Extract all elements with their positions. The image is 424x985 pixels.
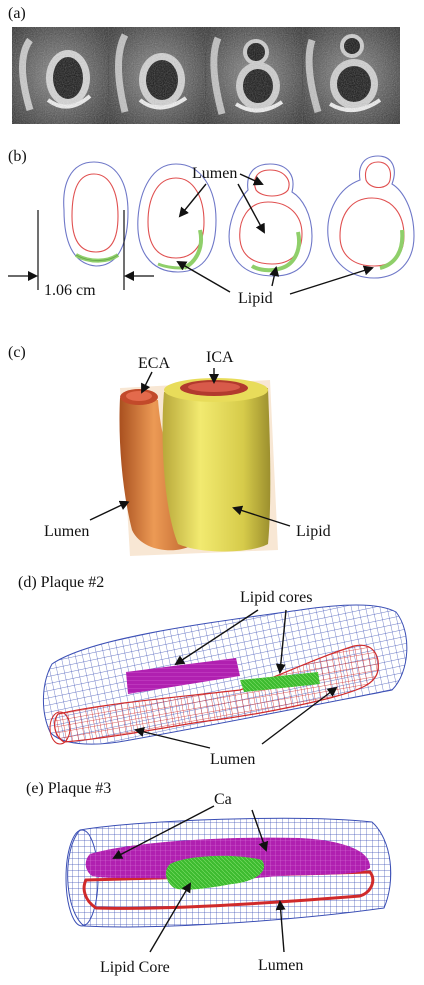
lipid-cores-label: Lipid cores	[240, 589, 312, 606]
lipid-label-b: Lipid	[238, 290, 273, 307]
contour-slice-4	[327, 155, 415, 279]
panel-c-label: (c)	[8, 344, 26, 361]
scale-bar	[8, 210, 154, 290]
vessel-3d: ECA ICA Lumen Lipid	[44, 349, 331, 556]
lipid-core-magenta	[126, 658, 240, 694]
panel-c: (c)	[0, 340, 424, 570]
lumen-mesh	[49, 644, 379, 745]
plaque3-mesh: Ca Lipid Core Lumen	[65, 791, 392, 976]
panel-a: (a)	[0, 0, 424, 130]
panel-b: (b)	[0, 140, 424, 320]
lumen-label-b: Lumen	[192, 165, 237, 182]
mri-strip	[12, 27, 400, 124]
plaque2-mesh: Lipid cores Lumen	[42, 589, 408, 768]
contour-slice-3	[228, 163, 313, 277]
contour-slice-1	[63, 161, 129, 267]
contour-diagram: 1.06 cm Lumen Lipid	[8, 155, 415, 307]
ca-label: Ca	[214, 791, 232, 808]
eca-label: ECA	[138, 355, 170, 372]
panel-d-label: (d) Plaque #2	[18, 574, 105, 591]
panel-a-label: (a)	[8, 5, 26, 22]
ica-label: ICA	[206, 349, 234, 366]
scale-label: 1.06 cm	[44, 282, 96, 299]
lipid-core-green	[240, 672, 320, 692]
panel-d: (d) Plaque #2	[0, 572, 424, 772]
lipid-core-e	[165, 855, 265, 890]
lumen-label-d: Lumen	[210, 751, 255, 768]
lipid-core-label: Lipid Core	[100, 959, 170, 976]
panel-b-label: (b)	[8, 148, 27, 165]
ica-vessel	[162, 378, 271, 552]
panel-e: (e) Plaque #3	[0, 780, 424, 985]
panel-e-label: (e) Plaque #3	[26, 780, 112, 797]
lipid-label-c: Lipid	[296, 523, 331, 540]
lumen-label-c: Lumen	[44, 523, 89, 540]
lumen-label-e: Lumen	[258, 957, 303, 974]
